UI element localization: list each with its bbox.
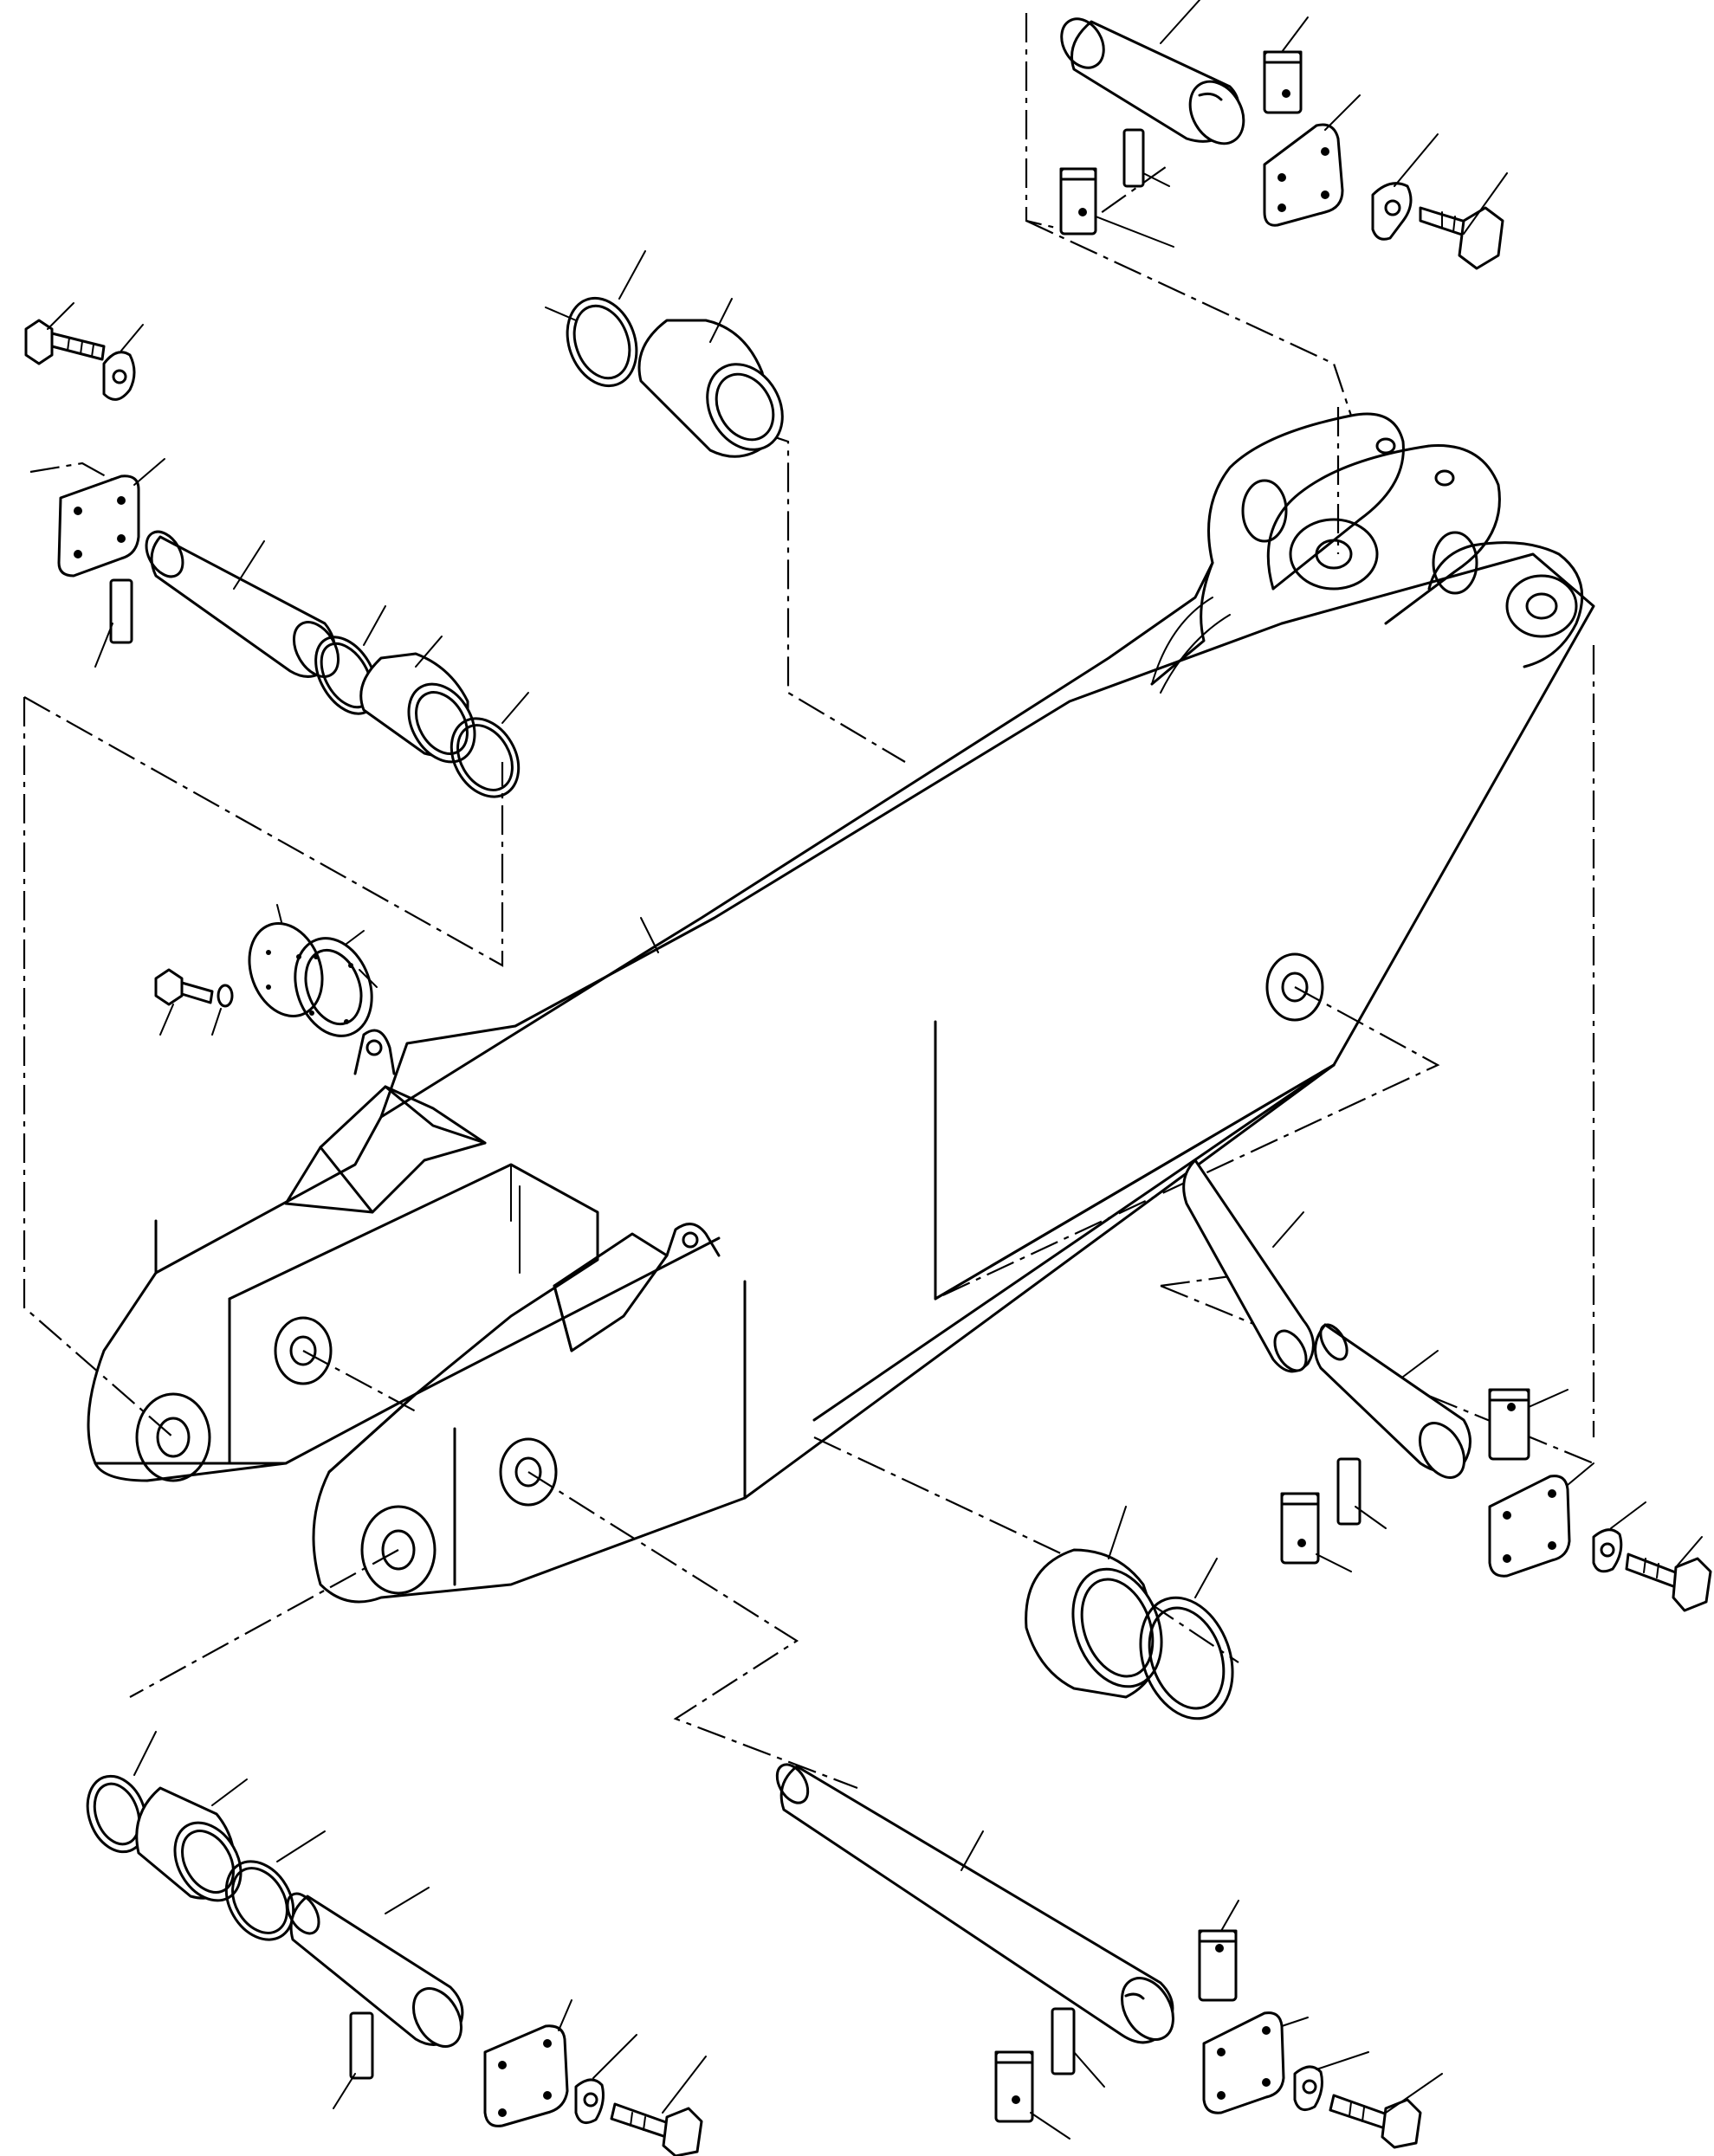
top-right-pin-group [1059,0,1508,270]
bottom-left-pin-group [86,1731,707,2156]
right-pin-group [1182,1159,1712,1612]
upper-left-pin-group [24,302,529,798]
center-bushing-group [1025,1506,1234,1720]
top-center-bushing-group [545,250,784,458]
bottom-long-pin-group [775,1763,1443,2149]
left-grease-group [154,904,659,1037]
boom-arm [87,412,1595,1604]
